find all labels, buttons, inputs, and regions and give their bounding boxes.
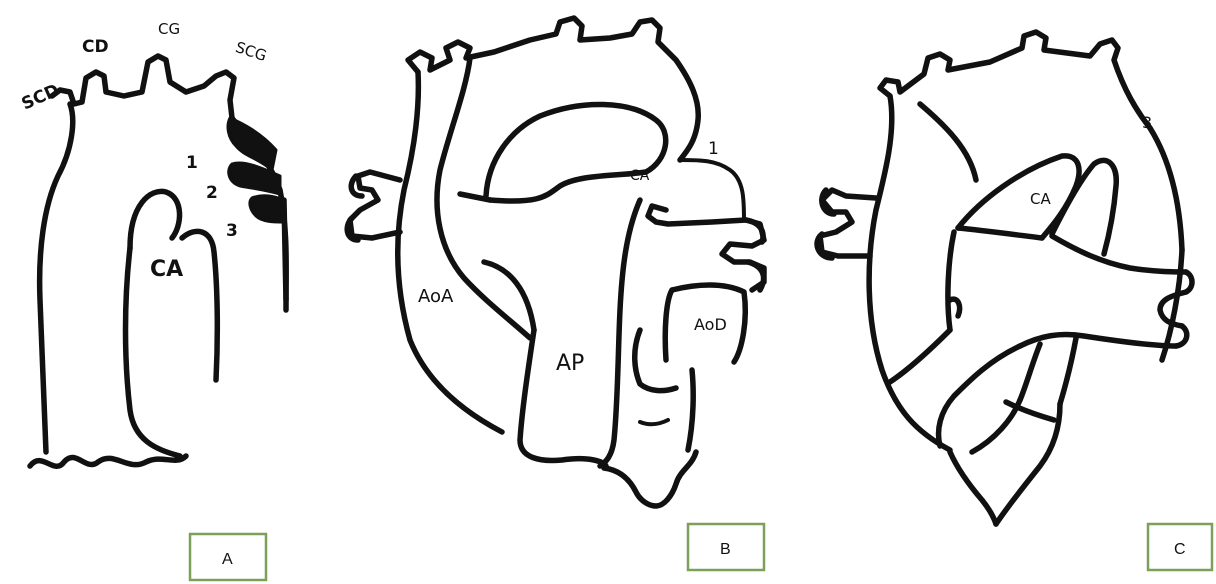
label-ap: AP (556, 351, 584, 376)
label-ca-c: CA (1030, 190, 1051, 208)
panel-b-caption-box: B (688, 524, 764, 570)
label-branch-2: 2 (206, 183, 218, 203)
label-branch-3: 3 (226, 221, 238, 241)
label-aoa: AoA (418, 286, 454, 307)
panel-a-caption: A (222, 551, 233, 568)
label-b-1: 1 (708, 139, 719, 159)
panel-c-drawing (817, 32, 1192, 524)
panel-c-caption-box: C (1148, 524, 1212, 570)
label-ca-a: CA (150, 257, 183, 282)
label-cg: CG (158, 20, 180, 38)
panel-a-caption-box: A (190, 534, 266, 580)
panel-c-caption: C (1174, 541, 1186, 558)
label-c-3: 3 (1142, 113, 1152, 132)
panel-b-caption: B (720, 541, 731, 558)
label-scd: SCD (19, 80, 63, 114)
label-ca-b: CA (630, 168, 650, 184)
label-scg: SCG (233, 38, 269, 65)
panel-b-drawing (347, 18, 764, 506)
label-aod: AoD (694, 315, 727, 334)
label-cd: CD (82, 37, 109, 57)
label-branch-1: 1 (186, 153, 198, 173)
